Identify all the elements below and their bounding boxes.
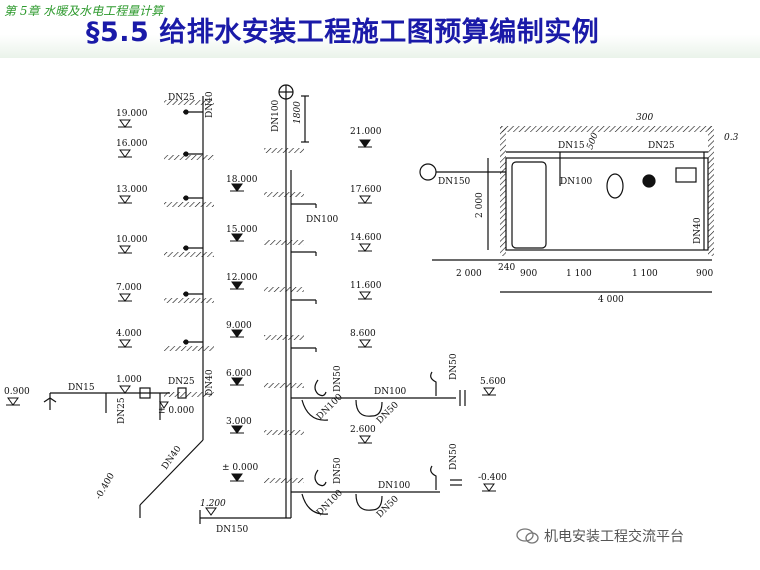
riser-level-9000: 9.000 — [226, 321, 252, 331]
riser-level-0000: ± 0.000 — [222, 463, 258, 473]
riser-level-18000: 18.000 — [226, 175, 258, 185]
water-supply-system — [43, 96, 214, 518]
riser-level-3000: 3.000 — [226, 417, 252, 427]
slide-title: §5.5 给排水安装工程施工图预算编制实例 — [86, 17, 600, 48]
branch-pipe-dn100-b: DN100 — [315, 392, 345, 422]
dim-1100-b: 1 100 — [632, 269, 658, 279]
handwritten-500: 500 — [585, 131, 600, 151]
drainage-floor-slabs — [264, 148, 304, 483]
branch-level-8600: 8.600 — [350, 329, 376, 339]
handwritten-03: 0.3 — [724, 133, 739, 143]
drainage-stubs — [291, 203, 317, 352]
inlet-level: 0.900 — [4, 387, 30, 397]
branch-level-11600: 11.600 — [350, 281, 382, 291]
drainage-texts: 1800 DN100 18.000 15.000 12.000 9.000 6.… — [200, 99, 507, 535]
plan-height-dim: 2 000 — [475, 192, 485, 218]
drainage-system — [199, 84, 466, 524]
plan-dn150: DN150 — [438, 177, 471, 187]
supply-level-texts: 19.000 16.000 13.000 10.000 7.000 4.000 … — [4, 91, 215, 501]
branch-pipe-dn50-d: DN50 — [333, 457, 343, 484]
outlet-pipe-label: DN150 — [216, 525, 249, 535]
dim-240: 240 — [498, 263, 515, 273]
handwritten-300: 300 — [636, 113, 653, 123]
branch-pipe-dn100-c: DN100 — [378, 481, 411, 491]
riser-pipe-label: DN100 — [306, 215, 339, 225]
slide-header: 第 5章 水暖及水电工程量计算 §5.5 给排水安装工程施工图预算编制实例 — [0, 0, 760, 58]
drainage-level-markers — [230, 139, 372, 482]
branch-level-14600: 14.600 — [350, 233, 382, 243]
riser-level-12000: 12.000 — [226, 273, 258, 283]
watermark-text: 机电安装工程交流平台 — [544, 529, 684, 545]
level-1000: 1.000 — [116, 375, 142, 385]
level-7000: 7.000 — [116, 283, 142, 293]
level-19000: 19.000 — [116, 109, 148, 119]
level-10000: 10.000 — [116, 235, 148, 245]
dim-1100-a: 1 100 — [566, 269, 592, 279]
riser-level-6000: 6.000 — [226, 369, 252, 379]
plan-dn25: DN25 — [648, 141, 675, 151]
branch-level-2600: 2.600 — [350, 425, 376, 435]
pipe-label-dn25-top: DN25 — [168, 93, 195, 103]
pipe-label-dn25-left: DN25 — [117, 397, 127, 424]
supply-level-markers — [6, 119, 169, 409]
branch-level-17600: 17.600 — [350, 185, 382, 195]
vent-dimension: 1800 — [293, 101, 303, 124]
bathroom-plan — [419, 126, 714, 293]
outlet-level: 1.200 — [200, 499, 226, 509]
dim-900-left: 900 — [520, 269, 537, 279]
plan-texts: DN15 DN25 DN150 DN100 DN40 500 300 0.3 2… — [438, 113, 739, 305]
drainage-open-markers — [205, 195, 496, 516]
pipe-label-dn15: DN15 — [68, 383, 95, 393]
dim-900-right: 900 — [696, 269, 713, 279]
supply-floor-slabs — [164, 100, 214, 397]
branch-pipe-dn50-a: DN50 — [333, 365, 343, 392]
pipe-label-dn25-bottom: DN25 — [168, 377, 195, 387]
vent-pipe-label: DN100 — [271, 99, 281, 132]
plan-dn100: DN100 — [560, 177, 593, 187]
pipe-label-dn40-mid: DN40 — [205, 369, 215, 396]
plan-dn15: DN15 — [558, 141, 585, 151]
supply-branch-stubs — [183, 109, 203, 345]
level-13000: 13.000 — [116, 185, 148, 195]
level-4000: 4.000 — [116, 329, 142, 339]
level-16000: 16.000 — [116, 139, 148, 149]
chapter-label: 第 5章 水暖及水电工程量计算 — [4, 4, 164, 18]
wechat-icon — [516, 528, 539, 544]
bottom-level: -0.400 — [94, 471, 117, 501]
zero-level-mark: ± 0.000 — [158, 406, 194, 416]
branch-pipe-dn100-a: DN100 — [374, 387, 407, 397]
pipe-label-dn40-top: DN40 — [205, 91, 215, 118]
branch-level-5600: 5.600 — [480, 377, 506, 387]
branch-level-minus0400: -0.400 — [478, 473, 507, 483]
dim-total-4000: 4 000 — [598, 295, 624, 305]
dim-2000: 2 000 — [456, 269, 482, 279]
riser-level-15000: 15.000 — [226, 225, 258, 235]
branch-pipe-dn50-e: DN50 — [449, 443, 459, 470]
branch-pipe-dn50-b: DN50 — [449, 353, 459, 380]
branch-level-21000: 21.000 — [350, 127, 382, 137]
plan-dn40: DN40 — [693, 217, 703, 244]
pipe-label-dn40-diag: DN40 — [160, 444, 184, 472]
